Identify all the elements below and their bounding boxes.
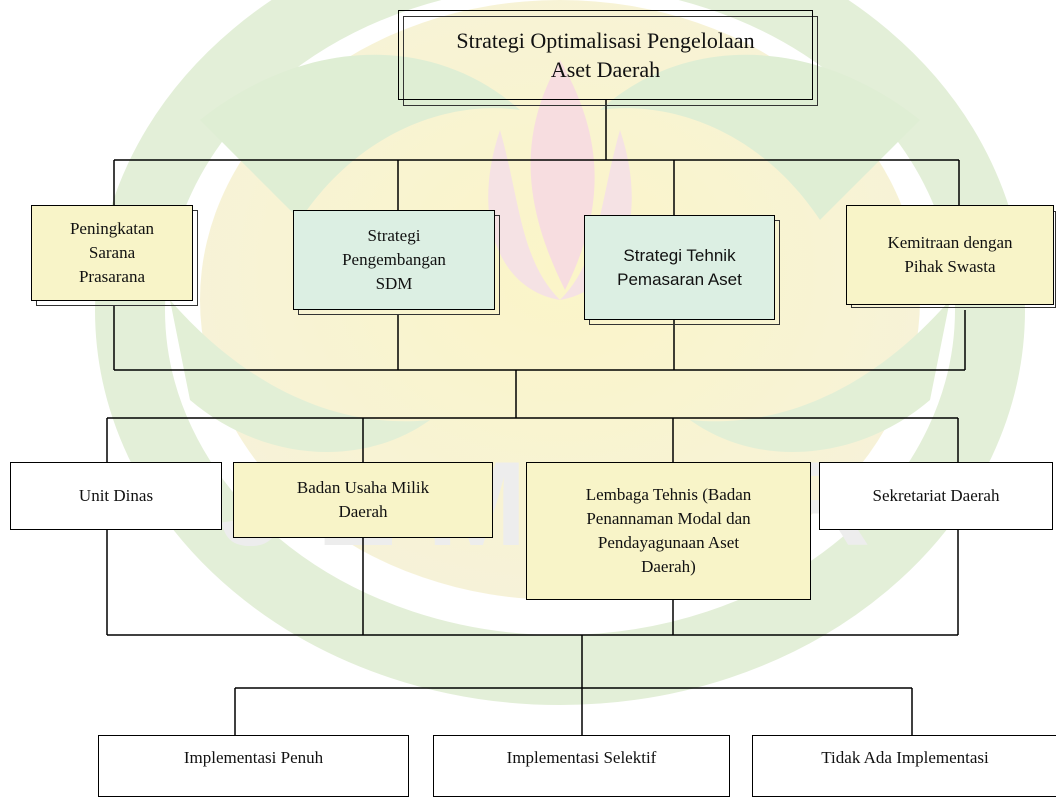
agency-label: Sekretariat Daerah <box>872 486 1000 505</box>
outcome-label: Implementasi Selektif <box>506 748 657 767</box>
strategy-label: Strategi Pengembangan SDM <box>342 226 446 293</box>
strategy-label: Strategi Tehnik Pemasaran Aset <box>617 245 742 289</box>
outcome-node-selective: Implementasi Selektif <box>433 735 730 797</box>
top-node-shadow <box>403 16 818 106</box>
outcome-node-none: Tidak Ada Implementasi <box>752 735 1056 797</box>
strategy-label: Kemitraan dengan Pihak Swasta <box>887 233 1013 276</box>
agency-node-regional-secretariat: Sekretariat Daerah <box>819 462 1053 530</box>
agency-node-technical-institution: Lembaga Tehnis (Badan Penannaman Modal d… <box>526 462 811 600</box>
outcome-node-full: Implementasi Penuh <box>98 735 409 797</box>
strategy-node-asset-marketing: Strategi Tehnik Pemasaran Aset <box>584 215 775 320</box>
top-node-label: Strategi Optimalisasi Pengelolaan Aset D… <box>456 28 755 82</box>
strategy-node-private-partnership: Kemitraan dengan Pihak Swasta <box>846 205 1054 305</box>
agency-node-bumd: Badan Usaha Milik Daerah <box>233 462 493 538</box>
agency-label: Lembaga Tehnis (Badan Penannaman Modal d… <box>585 485 752 576</box>
agency-label: Badan Usaha Milik Daerah <box>296 478 430 521</box>
agency-node-unit-dinas: Unit Dinas <box>10 462 222 530</box>
strategy-node-hr-development: Strategi Pengembangan SDM <box>293 210 495 310</box>
strategy-node-infrastructure: Peningkatan Sarana Prasarana <box>31 205 193 301</box>
top-node: Strategi Optimalisasi Pengelolaan Aset D… <box>398 10 813 100</box>
agency-label: Unit Dinas <box>78 486 154 505</box>
outcome-label: Implementasi Penuh <box>183 748 324 767</box>
strategy-label: Peningkatan Sarana Prasarana <box>69 219 155 286</box>
outcome-label: Tidak Ada Implementasi <box>821 748 989 767</box>
